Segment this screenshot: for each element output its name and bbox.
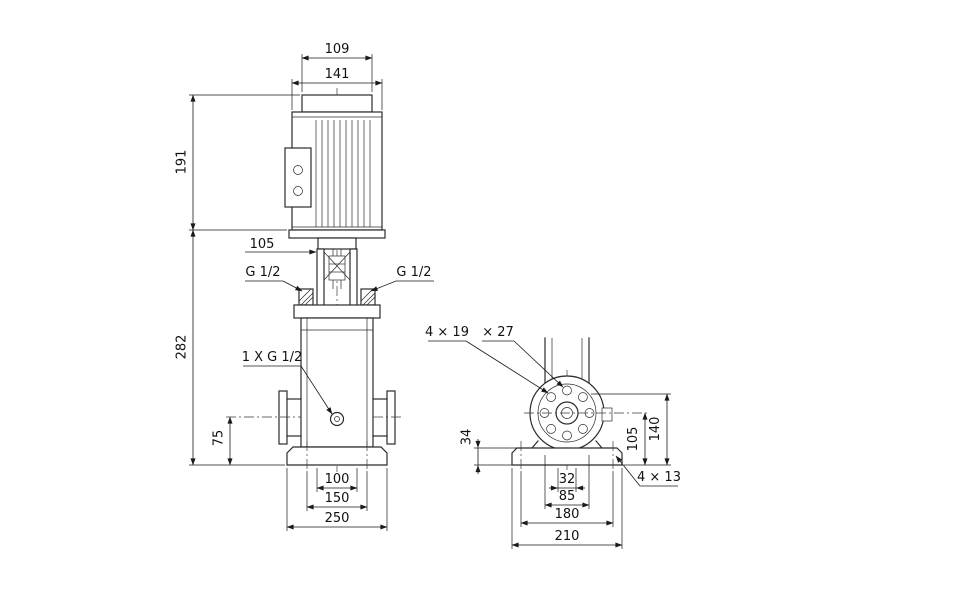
dim-motor-body-width: 141 xyxy=(291,67,383,110)
dim-motor-height: 191 xyxy=(175,94,300,231)
pump-column xyxy=(544,337,590,385)
dim-75-text: 75 xyxy=(212,430,227,447)
dim-base-inner: 100 xyxy=(316,468,358,492)
label-flange-bolt-holes: 4 × 19 xyxy=(425,325,549,394)
motor xyxy=(284,94,386,239)
flange-plug xyxy=(601,407,613,422)
dim-250-text: 250 xyxy=(325,511,350,526)
dim-port-height: 75 xyxy=(212,416,233,466)
head-ports xyxy=(298,288,376,306)
dim-support-width: 85 xyxy=(544,455,590,509)
dim-flange-top-height: 140 xyxy=(591,393,671,466)
dim-port-center-height: 105 xyxy=(624,412,671,466)
dim-150-text: 150 xyxy=(325,491,350,506)
label-base-bolt-holes: 4 × 13 xyxy=(615,455,681,487)
side-view: 34 105 140 32 85 xyxy=(425,325,681,549)
label-flange-counterbore: × 27 xyxy=(482,325,564,388)
base-side xyxy=(511,441,623,471)
dim-base-hole-spacing: 180 xyxy=(520,471,614,527)
dim-32-text: 32 xyxy=(559,472,576,487)
base-bolt-holes-label: 4 × 13 xyxy=(637,470,681,485)
dim-100-text: 100 xyxy=(325,472,350,487)
flange-bolt-holes-label: 4 × 19 xyxy=(425,325,469,340)
dim-34-text: 34 xyxy=(460,429,475,446)
label-head-clearance: 105 xyxy=(245,237,317,255)
front-view: 109 141 191 282 105 G 1/2 xyxy=(175,42,434,531)
dim-180-text: 180 xyxy=(555,507,580,522)
dim-191-text: 191 xyxy=(175,150,190,175)
port-right-label: G 1/2 xyxy=(396,265,431,280)
label-port-left: G 1/2 xyxy=(245,265,303,292)
dim-105-side-text: 105 xyxy=(626,427,641,452)
motor-flange xyxy=(288,229,386,239)
dim-210-text: 210 xyxy=(555,529,580,544)
dim-base-width: 250 xyxy=(286,468,388,531)
pump-head-flange xyxy=(293,304,381,319)
dim-140-text: 140 xyxy=(648,417,663,442)
pump-foot xyxy=(531,440,603,449)
flange-counterbore-label: × 27 xyxy=(482,325,514,340)
label-port-right: G 1/2 xyxy=(370,265,434,292)
dim-base-depth: 210 xyxy=(511,468,623,549)
dim-282-text: 282 xyxy=(175,335,190,360)
dim-105-front-text: 105 xyxy=(250,237,275,252)
drain-port-label: 1 X G 1/2 xyxy=(242,350,303,365)
side-port-flanges xyxy=(226,390,403,445)
terminal-box xyxy=(284,147,312,208)
dim-85-text: 85 xyxy=(559,489,576,504)
dim-109-text: 109 xyxy=(325,42,350,57)
dim-slot-width: 32 xyxy=(549,468,585,492)
dim-141-text: 141 xyxy=(325,67,350,82)
base-front xyxy=(286,441,388,471)
dim-base-plate-height: 34 xyxy=(460,429,517,474)
dim-motor-top-width: 109 xyxy=(301,42,373,92)
label-drain-port: 1 X G 1/2 xyxy=(242,350,333,415)
drain-port xyxy=(329,411,345,427)
dim-pump-height: 282 xyxy=(175,229,285,466)
port-left-label: G 1/2 xyxy=(245,265,280,280)
dim-base-holes: 150 xyxy=(306,471,368,511)
coupling-lantern xyxy=(316,237,358,308)
